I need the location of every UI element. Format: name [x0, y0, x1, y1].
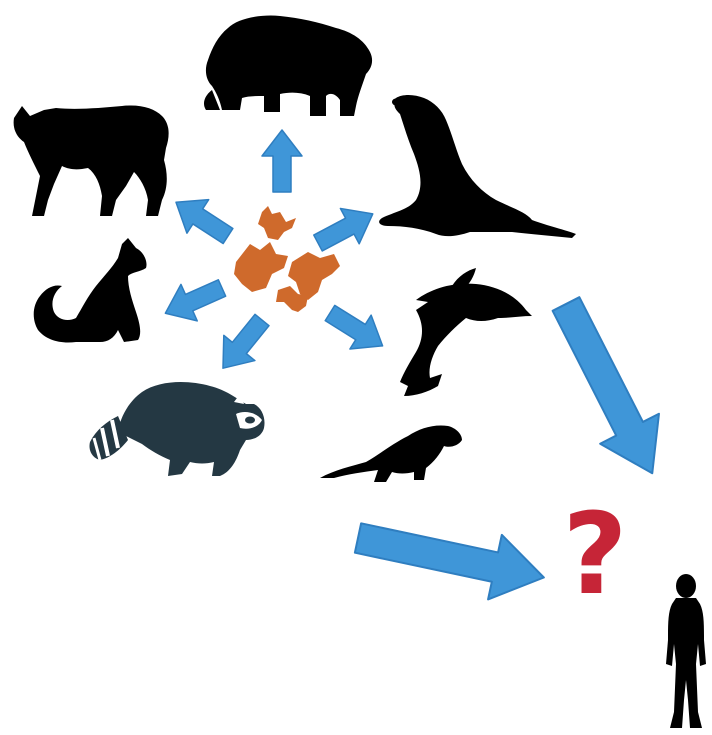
arrow-dolphin-to-question — [537, 289, 682, 488]
arrow-to-sea-lion — [309, 196, 383, 260]
arrow-to-fox — [157, 270, 230, 332]
fox-silhouette-icon — [34, 238, 147, 343]
arrow-to-lynx — [165, 185, 239, 252]
dolphin-silhouette-icon — [400, 268, 532, 396]
human-silhouette-icon — [666, 574, 706, 728]
arrow-to-raccoon — [207, 307, 277, 380]
sea-lion-silhouette-icon — [379, 95, 576, 238]
ferret-silhouette-icon — [320, 425, 462, 482]
arrow-ferret-to-question — [351, 506, 551, 610]
question-mark: ? — [560, 498, 630, 613]
lynx-silhouette-icon — [14, 105, 169, 216]
birds-cluster-icon — [234, 206, 340, 312]
bear-silhouette-icon — [204, 16, 372, 117]
arrow-to-bear — [262, 130, 302, 192]
raccoon-silhouette-icon — [89, 382, 264, 476]
arrow-to-dolphin — [319, 296, 393, 363]
